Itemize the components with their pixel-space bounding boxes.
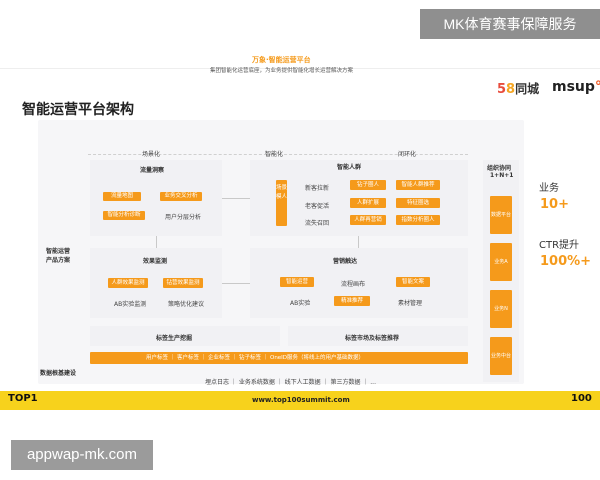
- chip-crowd-recommend: 智能人群推荐: [396, 180, 440, 190]
- logo-digit-5: 5: [497, 82, 507, 97]
- phase-divider: [88, 154, 468, 155]
- left-label-line2: 产品方案: [46, 257, 71, 264]
- chip-cross-analysis: 业务交叉分析: [160, 192, 202, 201]
- chip-smart-diagnosis: 智能分析诊断: [103, 211, 145, 220]
- chip-biz-a: 业务A: [490, 243, 512, 281]
- banner-subtitle: 集团智能化运营底座，为业务提供智能化增长运营解决方案: [210, 68, 354, 74]
- phase-label-intelligent: 智能化: [265, 151, 284, 158]
- logo-msup: msup°: [552, 79, 600, 95]
- watermark-top: MK体育赛事保障服务: [420, 9, 600, 39]
- metric-business-label: 业务: [539, 183, 559, 194]
- connector-right: [358, 236, 359, 248]
- chip-smart-ops: 智能运营: [280, 277, 314, 287]
- footer-logo-top100: TOP1: [8, 393, 38, 404]
- data-tag-bar: 用户标签 ｜ 客户标签 ｜ 企业标签 ｜ 钻子标签 ｜ OneID服务（将线上的…: [90, 352, 468, 364]
- connector-top: [222, 198, 250, 199]
- chip-smart-copy: 智能文案: [396, 277, 430, 287]
- text-strategy-advice: 策略优化建议: [168, 301, 205, 308]
- chip-crowd-expand: 人群扩展: [350, 198, 386, 208]
- logo-digit-8: 8: [506, 82, 516, 97]
- crowd-row-recall: 流失召回: [305, 220, 330, 227]
- effect-title: 效果监测: [143, 258, 168, 265]
- logo-58tongcheng: 58同城: [497, 80, 539, 97]
- phase-label-scenario: 场景化: [142, 151, 161, 158]
- phase-label-closed-loop: 闭环化: [398, 151, 417, 158]
- text-user-segmentation: 用户分层分析: [165, 214, 202, 221]
- chip-flow-map: 流量地图: [103, 192, 141, 201]
- logo-text: 同城: [515, 82, 540, 96]
- slide-title: 智能运营平台架构: [22, 102, 134, 118]
- tag-market: 标签市场及标签推荐: [345, 335, 400, 342]
- tag-market-panel: [288, 326, 468, 346]
- text-asset-mgmt: 素材管理: [398, 300, 423, 307]
- chip-scenario-crowd: 场景模人: [276, 180, 287, 226]
- left-label-line1: 智能运营: [46, 248, 71, 255]
- banner-title: 万象·智能运营平台: [252, 56, 311, 64]
- text-ab-test: AB实验: [290, 300, 311, 307]
- data-infra-label: 数据根基建设: [40, 370, 77, 377]
- crowd-row-active: 老客促活: [305, 203, 330, 210]
- data-sources: 埋点日志 ｜ 业务系统数据 ｜ 线下人工数据 ｜ 第三方数据 ｜ ...: [205, 379, 376, 386]
- tag-production-panel: [90, 326, 280, 346]
- metric-ctr-value: 100%+: [540, 254, 592, 269]
- chip-remarketing: 人群再营销: [350, 215, 386, 225]
- connector-bottom: [222, 283, 250, 284]
- chip-data-platform: 数据平台: [490, 196, 512, 234]
- logo-msup-text: msup: [552, 79, 595, 95]
- smart-crowd-title: 智能人群: [337, 164, 362, 171]
- crowd-row-new: 新客拉新: [305, 185, 330, 192]
- chip-crowd-effect: 人群效果监测: [108, 278, 148, 288]
- tag-production: 标签生产挖掘: [156, 335, 193, 342]
- text-ab-monitor: AB实验监测: [114, 301, 147, 308]
- org-title-line2: 1+N+1: [490, 172, 514, 179]
- chip-biz-middle: 业务中台: [490, 337, 512, 375]
- footer-url: www.top100summit.com: [252, 396, 350, 404]
- watermark-bottom: appwap-mk.com: [11, 440, 153, 470]
- flow-insight-title: 流量洞察: [140, 167, 165, 174]
- chip-campaign-effect: 钻营效果监测: [163, 278, 203, 288]
- chip-biz-n: 业务N: [490, 290, 512, 328]
- chip-crowd-select: 钻子圈人: [350, 180, 386, 190]
- footer-bar: [0, 391, 600, 410]
- metric-ctr-label: CTR提升: [539, 240, 580, 251]
- chip-feature-select: 特征圈选: [396, 198, 440, 208]
- metric-business-value: 10+: [540, 197, 569, 212]
- org-title-line1: 组织协同: [487, 165, 512, 172]
- chip-precise-recommend: 精准推荐: [334, 296, 370, 306]
- connector-left: [156, 236, 157, 248]
- marketing-title: 营销触达: [333, 258, 358, 265]
- logo-msup-mark: °: [594, 79, 600, 95]
- text-flow-canvas: 流程画布: [341, 281, 366, 288]
- chip-index-analysis: 指数分析圈人: [396, 215, 440, 225]
- footer-logo-100: 100: [571, 393, 592, 404]
